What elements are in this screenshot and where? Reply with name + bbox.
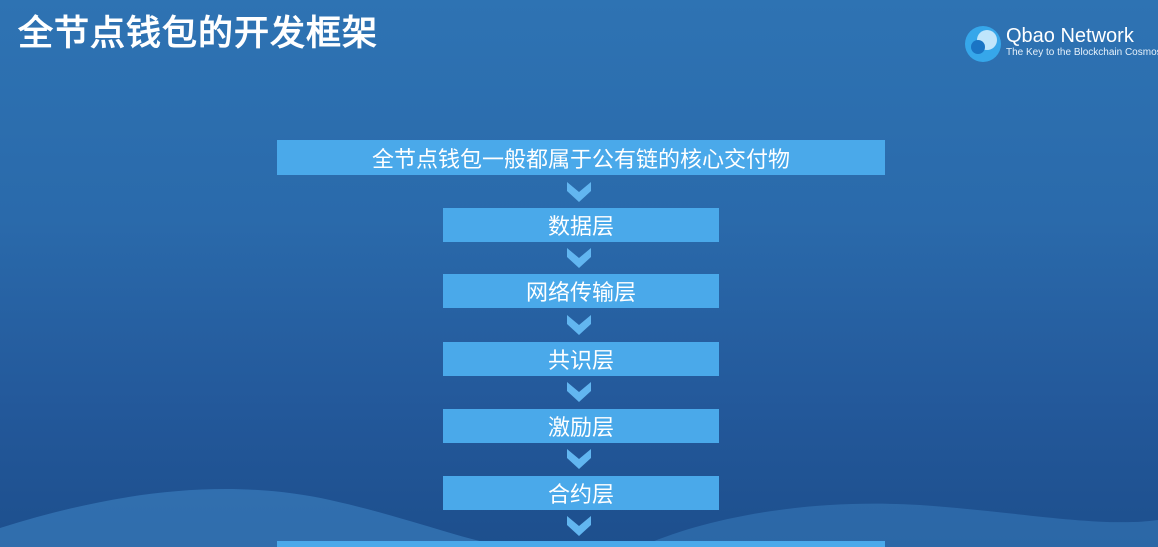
chevron-down-icon bbox=[567, 315, 591, 335]
layer-box: 网络传输层 bbox=[443, 274, 719, 308]
chevron-down-icon bbox=[567, 449, 591, 469]
chevron-down-icon bbox=[567, 182, 591, 202]
logo-name: Qbao Network bbox=[1006, 25, 1134, 47]
chevron-down-icon bbox=[567, 248, 591, 268]
layer-box: 合约层 bbox=[443, 476, 719, 510]
slide-title: 全节点钱包的开发框架 bbox=[18, 14, 379, 54]
header-box: 全节点钱包一般都属于公有链的核心交付物 bbox=[277, 140, 885, 175]
chevron-down-icon bbox=[567, 382, 591, 402]
logo-tagline: The Key to the Blockchain Cosmos bbox=[1006, 47, 1158, 58]
layer-box: 共识层 bbox=[443, 342, 719, 376]
layer-box: 数据层 bbox=[443, 208, 719, 242]
layer-box: 激励层 bbox=[443, 409, 719, 443]
qbao-logo-icon bbox=[965, 26, 1001, 62]
qbao-logo: Qbao Network The Key to the Blockchain C… bbox=[963, 22, 1158, 66]
bottom-box-edge bbox=[277, 541, 885, 547]
chevron-down-icon bbox=[567, 516, 591, 536]
